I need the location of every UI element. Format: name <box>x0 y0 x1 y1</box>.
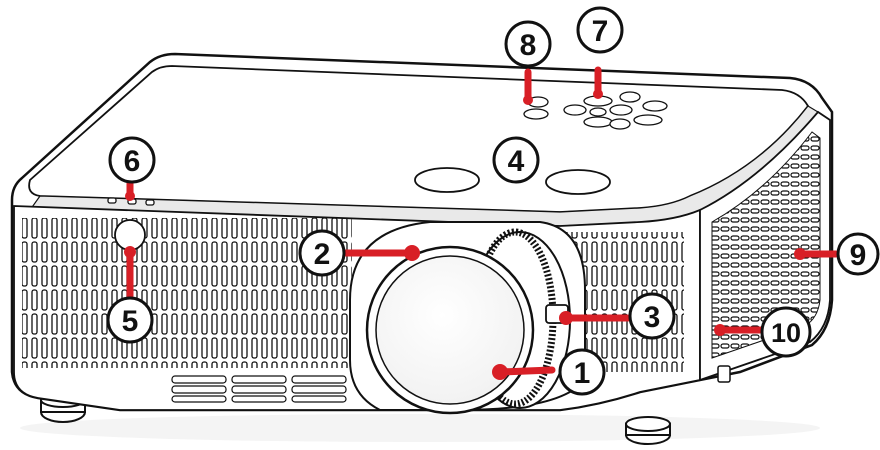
callout-10: 10 <box>760 306 812 358</box>
callout-8-label: 8 <box>520 29 537 62</box>
callout-9-label: 9 <box>850 239 867 272</box>
callout-7: 7 <box>576 6 624 54</box>
callout-3-label: 3 <box>644 301 661 334</box>
bottom-vents <box>171 375 347 403</box>
ground-shadow <box>20 414 820 442</box>
security-slot <box>717 365 731 383</box>
callout-6-label: 6 <box>124 145 141 178</box>
callout-2: 2 <box>298 229 346 277</box>
control-panel <box>523 91 668 130</box>
top-window-left <box>414 167 480 193</box>
callout-leaders <box>124 66 840 380</box>
ir-receiver-icon <box>114 219 146 251</box>
callout-1: 1 <box>558 348 606 396</box>
callout-5: 5 <box>106 296 154 344</box>
callout-9: 9 <box>836 232 880 276</box>
lens-glass <box>375 255 525 405</box>
callout-3: 3 <box>628 292 676 340</box>
top-panel <box>28 65 810 213</box>
callout-5-label: 5 <box>122 305 139 338</box>
front-vent-left <box>22 218 352 368</box>
callout-4: 4 <box>492 136 540 184</box>
callout-7-label: 7 <box>592 15 609 48</box>
top-window-right <box>545 169 611 195</box>
callout-1-label: 1 <box>574 357 591 390</box>
callout-4-label: 4 <box>508 145 525 178</box>
callout-8: 8 <box>504 20 552 68</box>
callout-6: 6 <box>108 136 156 184</box>
side-vent <box>711 131 821 359</box>
callout-2-label: 2 <box>314 238 331 271</box>
callout-10-label: 10 <box>771 318 801 348</box>
